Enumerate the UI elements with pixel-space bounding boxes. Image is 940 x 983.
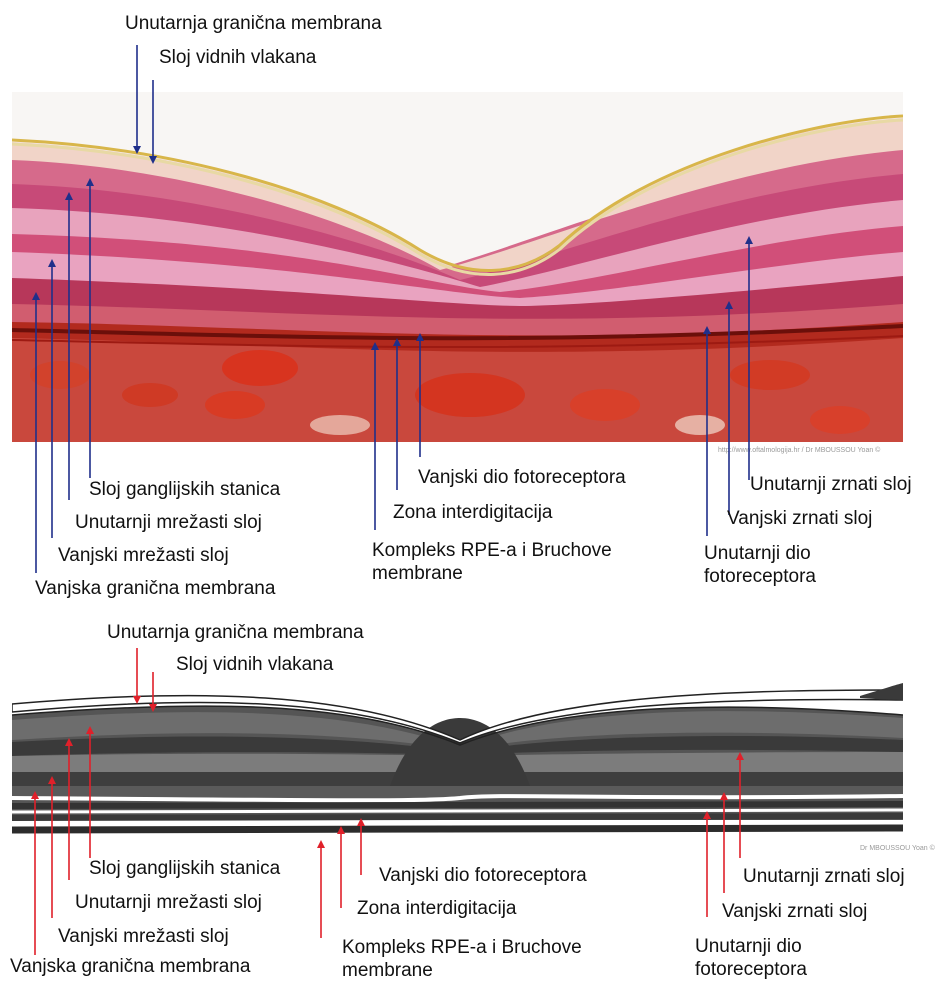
- top-label-outer-nuclear: Vanjski zrnati sloj: [727, 508, 872, 530]
- bottom-label-outer-segment: Vanjski dio fotoreceptora: [379, 865, 587, 887]
- top-label-outer-limiting: Vanjska granična membrana: [35, 578, 275, 600]
- top-label-inner-nuclear: Unutarnji zrnati sloj: [750, 474, 912, 496]
- bottom-label-outer-limiting: Vanjska granična membrana: [10, 956, 250, 978]
- top-label-ganglion: Sloj ganglijskih stanica: [89, 479, 280, 501]
- top-label-inner-plexiform: Unutarnji mrežasti sloj: [75, 512, 262, 534]
- top-label-rpe-bruch: Kompleks RPE-a i Bruchove membrane: [372, 539, 672, 585]
- top-label-inner-limiting: Unutarnja granična membrana: [125, 13, 382, 35]
- top-label-outer-segment: Vanjski dio fotoreceptora: [418, 467, 626, 489]
- bottom-label-inner-segment: Unutarnji dio fotoreceptora: [695, 935, 845, 981]
- oct-schematic: [12, 655, 903, 840]
- bottom-label-inner-plexiform: Unutarnji mrežasti sloj: [75, 892, 262, 914]
- top-watermark: http://www.oftalmologija.hr / Dr MBOUSSO…: [718, 446, 881, 454]
- bottom-label-inner-nuclear: Unutarnji zrnati sloj: [743, 866, 905, 888]
- bottom-label-interdigitation: Zona interdigitacija: [357, 898, 516, 920]
- top-label-interdigitation: Zona interdigitacija: [393, 502, 552, 524]
- bottom-label-outer-plexiform: Vanjski mrežasti sloj: [58, 926, 229, 948]
- bottom-watermark: Dr MBOUSSOU Yoan ©: [860, 844, 936, 852]
- bottom-label-ganglion: Sloj ganglijskih stanica: [89, 858, 280, 880]
- top-label-nerve-fiber: Sloj vidnih vlakana: [159, 47, 316, 69]
- bottom-label-rpe-bruch: Kompleks RPE-a i Bruchove membrane: [342, 936, 642, 982]
- bottom-label-inner-limiting: Unutarnja granična membrana: [107, 622, 364, 644]
- bottom-label-outer-nuclear: Vanjski zrnati sloj: [722, 901, 867, 923]
- top-label-outer-plexiform: Vanjski mrežasti sloj: [58, 545, 229, 567]
- top-label-inner-segment: Unutarnji dio fotoreceptora: [704, 542, 854, 588]
- histology-section: [12, 92, 903, 442]
- bottom-label-nerve-fiber: Sloj vidnih vlakana: [176, 654, 333, 676]
